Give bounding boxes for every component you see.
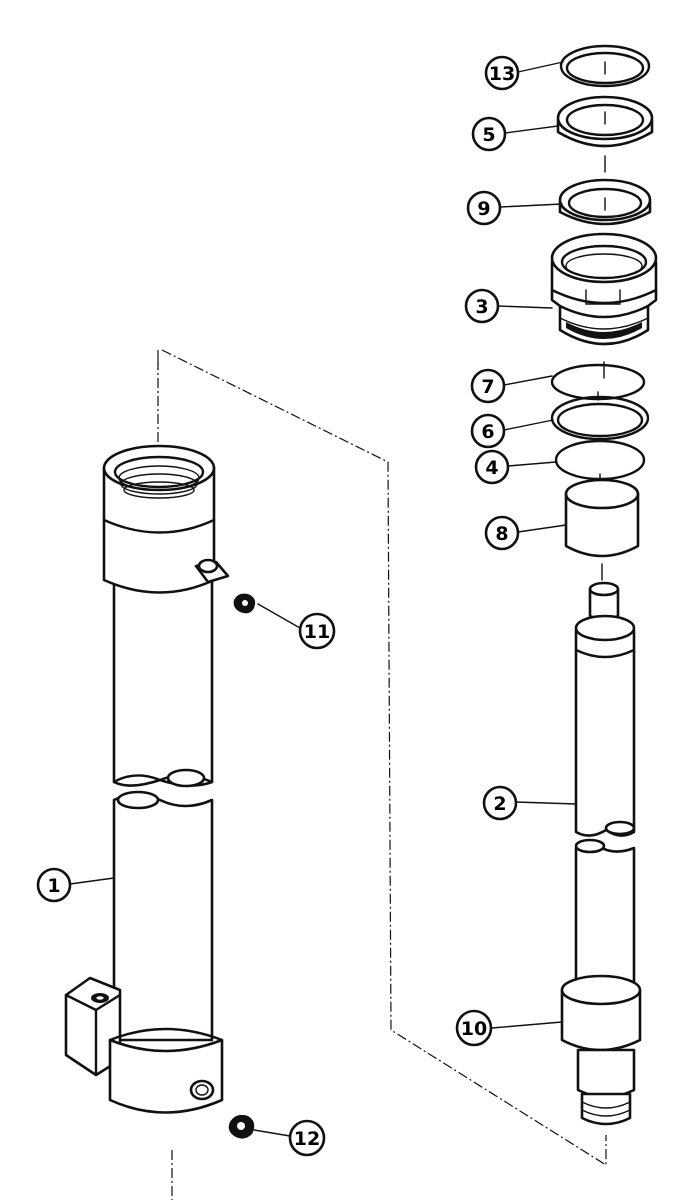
callout-label: 9 <box>477 198 490 220</box>
callout-label: 10 <box>461 1018 487 1040</box>
callout-5: 5 <box>471 116 507 152</box>
callout-label: 13 <box>489 63 515 85</box>
callout-leaders <box>69 61 577 1137</box>
part-3-gland <box>550 232 658 346</box>
callout-label: 7 <box>481 376 494 398</box>
callout-label: 6 <box>481 421 494 443</box>
callout-label: 3 <box>475 296 488 318</box>
callout-1: 1 <box>36 867 72 903</box>
callout-label: 8 <box>495 523 508 545</box>
part-8-piston <box>564 478 640 558</box>
callout-10: 10 <box>455 1009 493 1047</box>
callout-label: 4 <box>485 457 498 479</box>
callout-11: 11 <box>298 612 336 650</box>
callout-8: 8 <box>484 515 520 551</box>
part-11-plug <box>233 593 256 614</box>
callout-4: 4 <box>474 449 510 485</box>
callout-label: 1 <box>47 875 60 897</box>
callout-label: 12 <box>294 1128 320 1150</box>
callout-12: 12 <box>288 1119 326 1157</box>
callout-label: 11 <box>304 621 330 643</box>
assembly-path-line <box>161 349 607 1167</box>
part-6-o-ring <box>550 395 650 441</box>
part-5-wiper <box>556 95 654 148</box>
callout-9: 9 <box>466 190 502 226</box>
callout-label: 5 <box>482 124 495 146</box>
callout-label: 2 <box>493 793 506 815</box>
callout-6: 6 <box>470 413 506 449</box>
part-2-piston-rod <box>574 581 636 1002</box>
callout-2: 2 <box>482 785 518 821</box>
part-1-cylinder-barrel <box>64 444 230 1114</box>
callout-13: 13 <box>484 55 520 91</box>
part-12-plug <box>228 1114 255 1139</box>
part-10-rod-collar <box>560 974 642 1126</box>
callout-7: 7 <box>470 368 506 404</box>
part-13-retaining-ring <box>559 44 651 88</box>
callout-3: 3 <box>464 288 500 324</box>
